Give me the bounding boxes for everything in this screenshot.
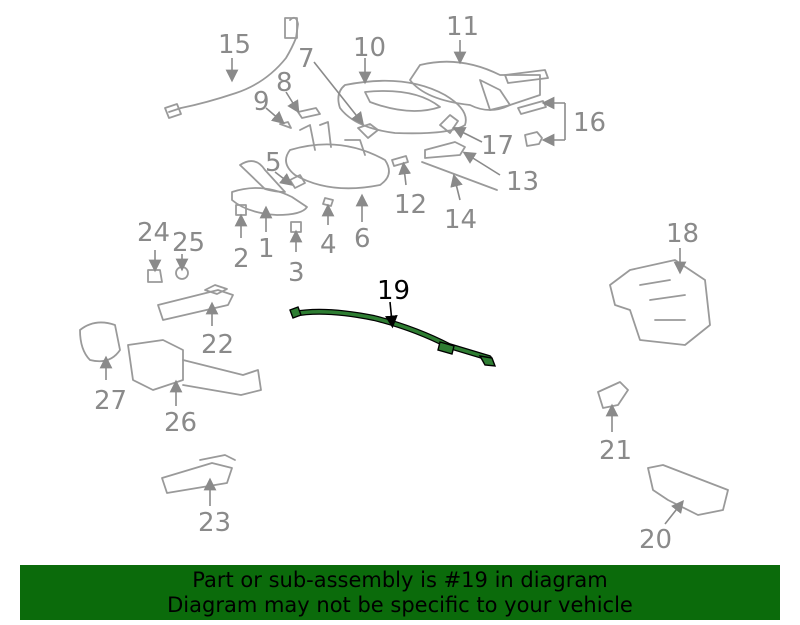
callout-9: 9 (253, 87, 270, 117)
part-24-bolt (147, 269, 163, 283)
info-banner: Part or sub-assembly is #19 in diagram D… (20, 565, 780, 620)
callout-8: 8 (276, 68, 293, 98)
part-26-hinge (127, 339, 262, 396)
banner-line-2: Diagram may not be specific to your vehi… (167, 593, 633, 617)
callout-13: 13 (506, 167, 540, 197)
diagram-drawing (79, 16, 729, 525)
part-16 (517, 100, 547, 147)
callout-16: 16 (573, 108, 607, 138)
callout-17: 17 (481, 131, 515, 161)
part-23-check (161, 454, 236, 494)
part-11-handle-assembly (409, 60, 549, 111)
part-7 (357, 123, 379, 139)
callout-4: 4 (320, 230, 337, 260)
part-19-cable (289, 306, 497, 367)
callout-27: 27 (94, 386, 128, 416)
callout-19: 19 (377, 276, 411, 306)
callout-12: 12 (394, 190, 428, 220)
part-25-nut (175, 266, 189, 280)
leader-lines (99, 40, 687, 525)
callout-15: 15 (218, 30, 252, 60)
parts-diagram: 15 10 11 7 8 9 16 17 13 5 12 14 6 4 1 2 … (79, 12, 729, 555)
part-18-latch (609, 259, 711, 346)
part-3 (290, 221, 302, 233)
part-9 (279, 121, 292, 129)
part-4 (322, 197, 334, 207)
callout-14: 14 (444, 205, 478, 235)
part-12 (391, 155, 409, 167)
part-10-handle-bezel (337, 79, 467, 135)
callout-26: 26 (164, 408, 198, 438)
callout-24: 24 (137, 218, 171, 248)
callout-22: 22 (201, 330, 235, 360)
callout-3: 3 (288, 258, 305, 288)
part-17 (439, 114, 459, 134)
callout-25: 25 (172, 228, 206, 258)
callout-21: 21 (599, 436, 633, 466)
callout-18: 18 (666, 219, 700, 249)
part-13 (424, 141, 466, 159)
callout-1: 1 (258, 234, 275, 264)
callout-5: 5 (265, 148, 282, 178)
part-27-grommet (79, 321, 121, 363)
part-8 (297, 107, 321, 119)
callout-6: 6 (354, 224, 371, 254)
part-20-bracket (647, 464, 729, 516)
part-5 (289, 174, 306, 189)
part-21 (597, 381, 629, 409)
callout-23: 23 (198, 508, 232, 538)
callout-10: 10 (353, 33, 387, 63)
part-15-harness (164, 16, 299, 119)
callout-20: 20 (639, 525, 673, 555)
part-22-check (157, 284, 234, 321)
callout-2: 2 (233, 244, 250, 274)
callout-11: 11 (446, 12, 480, 42)
banner-line-1: Part or sub-assembly is #19 in diagram (192, 568, 608, 592)
callout-7: 7 (298, 44, 315, 74)
part-6-handle-frame (285, 121, 390, 190)
part-1-handle (231, 160, 308, 216)
